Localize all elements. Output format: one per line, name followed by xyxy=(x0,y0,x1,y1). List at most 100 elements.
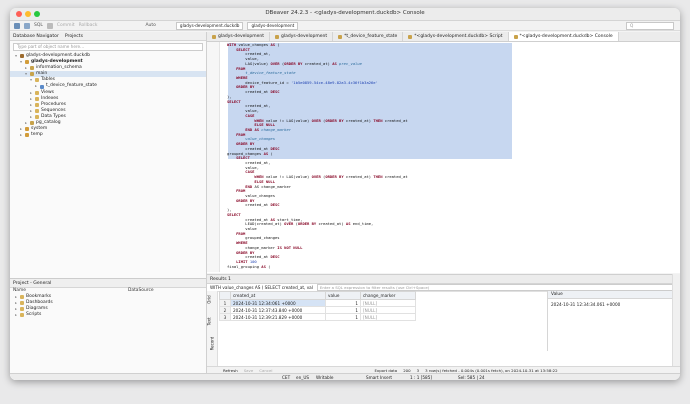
row-number[interactable]: 3 xyxy=(219,313,231,321)
project-col-datasource[interactable]: DataSource xyxy=(128,288,154,293)
expand-arrow-icon[interactable]: ▸ xyxy=(35,84,37,89)
project-panel-title[interactable]: Project - General xyxy=(13,280,52,286)
zoom-window-button[interactable] xyxy=(34,11,40,17)
results-view-tab[interactable]: Record xyxy=(209,336,215,351)
close-window-button[interactable] xyxy=(16,11,22,17)
code-token: FROM xyxy=(227,188,246,194)
grid-corner[interactable] xyxy=(219,291,231,300)
code-area[interactable]: WITH value_changes AS ( SELECT created_a… xyxy=(227,42,677,270)
expand-arrow-icon[interactable]: ▾ xyxy=(20,60,22,65)
value-panel-content[interactable]: 2024-10-31 12:34:34.061 +0000 xyxy=(551,302,621,307)
project-item[interactable]: ▸Diagrams xyxy=(10,306,206,312)
table-cell[interactable]: [NULL] xyxy=(360,313,416,321)
tab-results-1[interactable]: Results 1 xyxy=(210,276,231,282)
project-item[interactable]: ▸Scripts xyxy=(10,312,206,318)
expand-arrow-icon[interactable]: ▸ xyxy=(15,313,17,318)
tree-node[interactable]: ▸information_schema xyxy=(10,65,206,71)
tab-database-navigator[interactable]: Database Navigator xyxy=(13,33,59,39)
code-token: OVER xyxy=(270,60,280,66)
column-header[interactable]: value xyxy=(325,291,361,300)
expand-arrow-icon[interactable]: ▸ xyxy=(30,90,32,95)
connect-icon[interactable] xyxy=(24,22,30,29)
table-cell[interactable]: 2024-10-31 12:34:061 +0000 xyxy=(230,299,326,307)
minimize-window-button[interactable] xyxy=(25,11,31,17)
project-item[interactable]: ▸Bookmarks xyxy=(10,294,206,300)
tree-node[interactable]: ▸Sequences xyxy=(10,108,206,114)
tree-node[interactable]: ▾gladys-development.duckdb xyxy=(10,53,206,59)
tab-projects[interactable]: Projects xyxy=(64,33,83,39)
editor-tab[interactable]: gladys-development xyxy=(270,32,334,41)
rollback-button[interactable]: Rollback xyxy=(78,23,98,28)
expand-arrow-icon[interactable]: ▸ xyxy=(30,114,32,119)
search-input[interactable]: Q xyxy=(626,21,674,30)
save-button[interactable]: Save xyxy=(243,367,254,373)
tree-node[interactable]: ▾main xyxy=(10,71,206,78)
new-connection-icon[interactable] xyxy=(14,22,20,29)
table-cell[interactable]: 2024-10-31 12:37:43.840 +0000 xyxy=(230,306,326,314)
code-line: WHEN value != LAG(value) OVER (ORDER BY … xyxy=(227,174,677,180)
results-filter-input[interactable]: Enter a SQL expression to filter results… xyxy=(316,284,680,291)
expand-arrow-icon[interactable]: ▸ xyxy=(25,121,27,126)
schema-combo[interactable]: gladys-development xyxy=(247,21,299,30)
project-item[interactable]: ▸Dashboards xyxy=(10,300,206,306)
expand-arrow-icon[interactable]: ▸ xyxy=(25,66,27,71)
column-header[interactable]: created_at xyxy=(230,291,326,300)
project-col-name[interactable]: Name xyxy=(13,288,26,293)
code-token: ( xyxy=(275,42,280,47)
column-header[interactable]: change_marker xyxy=(360,291,416,300)
tree-node[interactable]: ▸t_device_feature_state xyxy=(10,83,206,89)
right-panels-strip[interactable] xyxy=(672,274,680,366)
tree-node[interactable]: ▾gladys-development xyxy=(10,59,206,65)
tree-node[interactable]: ▸Indexes xyxy=(10,96,206,102)
commit-button[interactable]: Commit xyxy=(56,23,75,28)
expand-arrow-icon[interactable]: ▸ xyxy=(20,133,22,138)
expand-arrow-icon[interactable]: ▸ xyxy=(15,307,17,312)
fetch-size-input[interactable]: 200 xyxy=(403,367,411,373)
table-cell[interactable]: 1 xyxy=(325,313,361,321)
sql-button[interactable]: SQL xyxy=(34,23,43,28)
refresh-button[interactable]: Refresh xyxy=(223,367,238,373)
code-token: final_grouping xyxy=(227,263,262,269)
tree-node[interactable]: ▸Data Types xyxy=(10,114,206,120)
table-cell[interactable]: 1 xyxy=(325,299,361,307)
expand-arrow-icon[interactable]: ▾ xyxy=(15,54,17,58)
editor-tab[interactable]: *<gladys-development.duckdb> Console xyxy=(508,32,619,41)
tree-node[interactable]: ▸system xyxy=(10,126,206,132)
tree-node[interactable]: ▸pg_catalog xyxy=(10,120,206,126)
tree-node[interactable]: ▸temp xyxy=(10,132,206,138)
table-cell[interactable]: [NULL] xyxy=(360,299,416,307)
code-line: ORDER BY xyxy=(227,197,677,204)
tree-node[interactable]: ▸Procedures xyxy=(10,102,206,108)
editor-tab[interactable]: gladys-development xyxy=(207,32,271,41)
editor-tab-label: *t_device_feature_state xyxy=(344,34,398,39)
auto-commit-mode[interactable]: Auto xyxy=(145,23,156,28)
expand-arrow-icon[interactable]: ▾ xyxy=(25,72,27,77)
tree-node[interactable]: ▾Tables xyxy=(10,77,206,83)
expand-arrow-icon[interactable]: ▸ xyxy=(15,301,17,306)
expand-arrow-icon[interactable]: ▸ xyxy=(15,295,17,299)
cancel-button[interactable]: Cancel xyxy=(259,367,273,373)
row-number[interactable]: 2 xyxy=(219,306,231,314)
results-view-tab[interactable]: Grid xyxy=(206,295,212,304)
editor-tab[interactable]: *<gladys-development.duckdb> Script xyxy=(403,32,509,41)
row-number[interactable]: 1 xyxy=(219,299,231,307)
editor-tab[interactable]: *t_device_feature_state xyxy=(333,32,404,41)
table-cell[interactable]: [NULL] xyxy=(360,306,416,314)
navigator-filter-input[interactable]: Type part of object name here... xyxy=(13,43,203,51)
expand-arrow-icon[interactable]: ▸ xyxy=(20,127,22,132)
results-view-tab[interactable]: Text xyxy=(206,317,212,326)
expand-arrow-icon[interactable]: ▸ xyxy=(30,96,32,101)
datasource-combo[interactable]: gladys-development.duckdb xyxy=(175,21,244,30)
code-token: ORDER BY xyxy=(227,197,255,203)
expand-arrow-icon[interactable]: ▸ xyxy=(30,102,32,107)
expand-arrow-icon[interactable]: ▾ xyxy=(30,78,32,83)
export-data-button[interactable]: Export data xyxy=(374,367,398,373)
table-cell[interactable]: 2024-10-31 12:39:21.829 +0000 xyxy=(230,313,326,321)
tree-node[interactable]: ▸Views xyxy=(10,90,206,96)
expand-arrow-icon[interactable]: ▸ xyxy=(30,108,32,113)
table-cell[interactable]: 1 xyxy=(325,306,361,314)
